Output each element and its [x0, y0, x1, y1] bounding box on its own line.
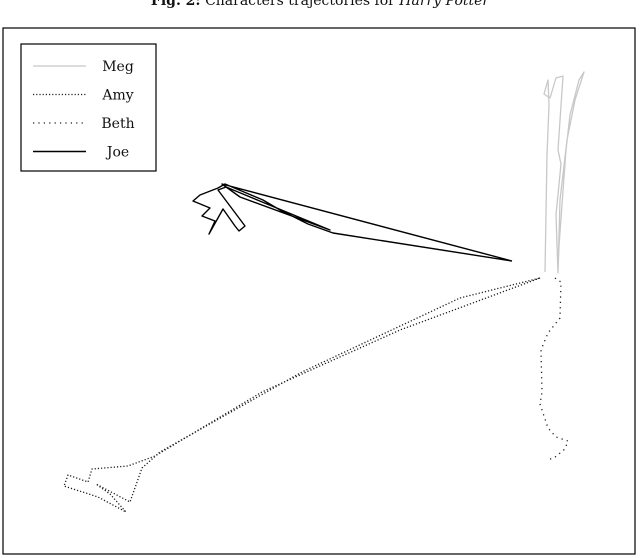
legend-label-beth: Beth: [101, 116, 134, 132]
legend-label-meg: Meg: [102, 59, 134, 75]
legend-box: [20, 43, 157, 172]
plot-frame: [2, 27, 636, 555]
series-layer: [63, 71, 585, 513]
series-line-joe: [192, 183, 513, 262]
series-line-meg: [543, 71, 585, 274]
series-line-beth: [539, 277, 569, 461]
figure-caption: Fig. 2: Characters trajectories for Harr…: [0, 0, 640, 24]
caption-label: Fig. 2:: [150, 0, 201, 9]
caption-title: Harry Potter: [399, 0, 490, 9]
legend-label-amy: Amy: [101, 88, 133, 104]
legend-label-joe: Joe: [105, 145, 129, 161]
series-line-amy: [63, 277, 541, 513]
caption-text: Characters trajectories for: [205, 0, 400, 9]
